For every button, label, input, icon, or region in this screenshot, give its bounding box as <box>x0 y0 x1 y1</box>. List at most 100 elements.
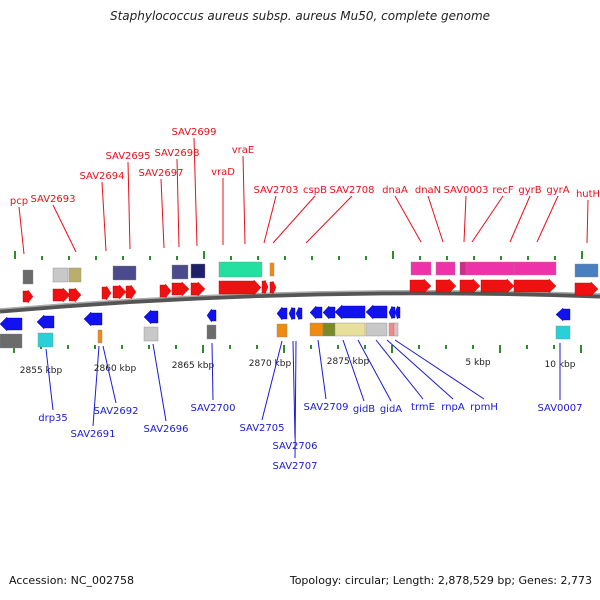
gene-label-sav2709: SAV2709 <box>303 402 348 413</box>
gene-leader-gida <box>357 339 392 402</box>
tick-mark-bottom <box>229 345 231 349</box>
feature-box <box>22 269 34 285</box>
gene-leader-sav2693 <box>52 204 77 253</box>
feature-box <box>112 265 137 281</box>
gene-label-sav2697: SAV2697 <box>138 168 183 179</box>
tick-mark-top <box>446 256 448 260</box>
tick-mark-bottom <box>67 345 69 349</box>
reverse-gene-arrow <box>83 311 103 327</box>
tick-mark-top <box>554 256 556 260</box>
gene-label-pcp: pcp <box>10 196 28 207</box>
reverse-gene-arrow <box>394 305 401 320</box>
reverse-gene-arrow <box>206 308 217 323</box>
feature-box <box>37 332 54 348</box>
gene-leader-drp35 <box>45 348 54 411</box>
gene-leader-sav2697 <box>160 178 165 249</box>
tick-mark-bottom <box>553 345 555 349</box>
feature-box <box>574 263 599 278</box>
tick-mark-top <box>419 256 421 260</box>
forward-gene-arrow <box>190 281 206 297</box>
feature-box <box>555 325 571 340</box>
genome-title: Staphylococcus aureus subsp. aureus Mu50… <box>109 9 491 23</box>
tick-mark-top <box>365 256 367 260</box>
tick-mark-bottom <box>175 345 177 349</box>
feature-box <box>143 326 159 342</box>
accession-label: Accession: NC_002758 <box>9 574 135 587</box>
gene-label-sav2692: SAV2692 <box>93 406 138 417</box>
gene-label-gida: gidA <box>380 404 402 415</box>
tick-mark-top <box>95 256 97 260</box>
gene-label-sav2707: SAV2707 <box>272 461 317 472</box>
feature-box <box>410 261 432 276</box>
gene-leader-sav2706 <box>292 340 296 439</box>
feature-box <box>269 262 275 277</box>
feature-box <box>171 264 189 280</box>
gene-leader-sav0003 <box>463 195 467 243</box>
tick-mark-top <box>581 251 583 259</box>
tick-mark-top <box>68 256 70 260</box>
gene-label-sav2694: SAV2694 <box>79 171 124 182</box>
forward-gene-arrow <box>112 284 127 300</box>
tick-mark-top <box>338 256 340 260</box>
tick-mark-bottom <box>418 345 420 349</box>
genome-summary: Topology: circular; Length: 2,878,529 bp… <box>289 574 592 587</box>
reverse-gene-arrow <box>555 307 571 322</box>
feature-box <box>334 322 366 337</box>
forward-gene-arrow <box>159 283 172 299</box>
tick-mark-bottom <box>364 345 366 349</box>
gene-label-sav2703: SAV2703 <box>253 185 298 196</box>
gene-leader-sav2695 <box>127 161 131 250</box>
feature-box <box>322 322 336 337</box>
feature-box <box>435 261 456 276</box>
gene-label-sav0007: SAV0007 <box>537 403 582 414</box>
forward-gene-arrow <box>68 287 82 303</box>
gene-label-sav2700: SAV2700 <box>190 403 235 414</box>
tick-mark-top <box>41 256 43 260</box>
tick-mark-top <box>311 256 313 260</box>
tick-mark-bottom <box>337 345 339 349</box>
gene-label-sav2708: SAV2708 <box>329 185 374 196</box>
gene-leader-sav2691 <box>92 345 100 427</box>
tick-mark-top <box>284 256 286 260</box>
gene-label-dnaa: dnaA <box>382 185 408 196</box>
tick-mark-bottom <box>283 345 285 353</box>
tick-mark-top <box>149 256 151 260</box>
feature-box <box>459 261 467 276</box>
gene-leader-sav2692 <box>102 345 117 404</box>
tick-mark-top <box>527 256 529 260</box>
reverse-gene-arrow <box>365 304 388 320</box>
feature-box <box>393 322 399 337</box>
gene-label-vrad: vraD <box>211 167 235 178</box>
forward-gene-arrow <box>409 278 432 294</box>
gene-label-vrae: vraE <box>232 145 254 156</box>
gene-leader-gyra <box>536 195 559 243</box>
forward-gene-arrow <box>574 281 599 297</box>
tick-mark-top <box>257 256 259 260</box>
tick-mark-bottom <box>445 345 447 349</box>
reverse-gene-arrow <box>143 309 159 325</box>
gene-leader-sav2708 <box>305 195 353 244</box>
tick-mark-top <box>122 256 124 260</box>
gene-label-gidb: gidB <box>353 404 375 415</box>
gene-leader-sav2696 <box>152 343 167 422</box>
forward-gene-arrow <box>218 279 262 296</box>
reverse-gene-arrow <box>288 306 296 321</box>
tick-mark-bottom <box>472 345 474 349</box>
feature-box <box>276 323 288 338</box>
tick-mark-bottom <box>256 345 258 349</box>
forward-gene-arrow <box>101 285 112 301</box>
feature-box <box>206 324 217 340</box>
gene-leader-sav2700 <box>211 342 214 401</box>
gene-label-dnan: dnaN <box>415 185 441 196</box>
feature-box <box>0 333 23 349</box>
ruler-label: 2860 kbp <box>94 364 137 374</box>
gene-label-gyrb: gyrB <box>518 185 541 196</box>
ruler-label: 2865 kbp <box>172 361 215 371</box>
feature-box <box>218 261 263 278</box>
reverse-gene-arrow <box>322 305 336 320</box>
tick-mark-bottom <box>94 345 96 349</box>
gene-leader-trme <box>375 339 424 400</box>
forward-gene-arrow <box>480 278 515 294</box>
forward-gene-arrow <box>171 281 190 297</box>
reverse-gene-arrow <box>36 314 55 330</box>
